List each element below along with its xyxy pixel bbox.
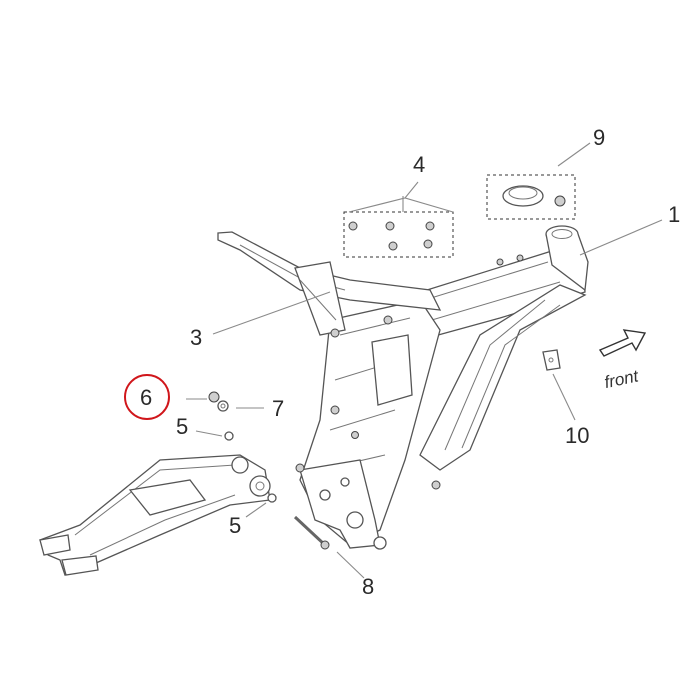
part-label-8[interactable]: 8 bbox=[362, 574, 374, 599]
part-label-3[interactable]: 3 bbox=[190, 325, 202, 350]
ring-clamp-kit-9 bbox=[486, 174, 576, 220]
part-label-5-lower[interactable]: 5 bbox=[229, 513, 241, 538]
nut-6 bbox=[208, 391, 220, 403]
main-frame bbox=[295, 225, 589, 550]
front-label: front bbox=[603, 366, 641, 392]
washer-7 bbox=[217, 400, 229, 412]
part-label-10[interactable]: 10 bbox=[565, 423, 589, 448]
leader-lines bbox=[186, 142, 663, 579]
pin-8 bbox=[320, 540, 330, 550]
bolt-kit-4 bbox=[343, 211, 454, 258]
part-label-6[interactable]: 6 bbox=[140, 385, 152, 410]
washer-5-upper bbox=[224, 431, 234, 441]
swing-arm bbox=[39, 454, 271, 576]
part-label-1[interactable]: 1 bbox=[668, 202, 680, 227]
part-label-5-upper[interactable]: 5 bbox=[176, 414, 188, 439]
part-label-4[interactable]: 4 bbox=[413, 152, 425, 177]
highlight-circle bbox=[124, 374, 170, 420]
small-parts bbox=[208, 349, 561, 550]
front-arrow-icon bbox=[598, 329, 647, 357]
rear-subframe bbox=[217, 231, 442, 338]
part-label-7[interactable]: 7 bbox=[272, 396, 284, 421]
bracket-10 bbox=[542, 349, 561, 371]
part-label-9[interactable]: 9 bbox=[593, 125, 605, 150]
washer-5-lower bbox=[267, 493, 277, 503]
